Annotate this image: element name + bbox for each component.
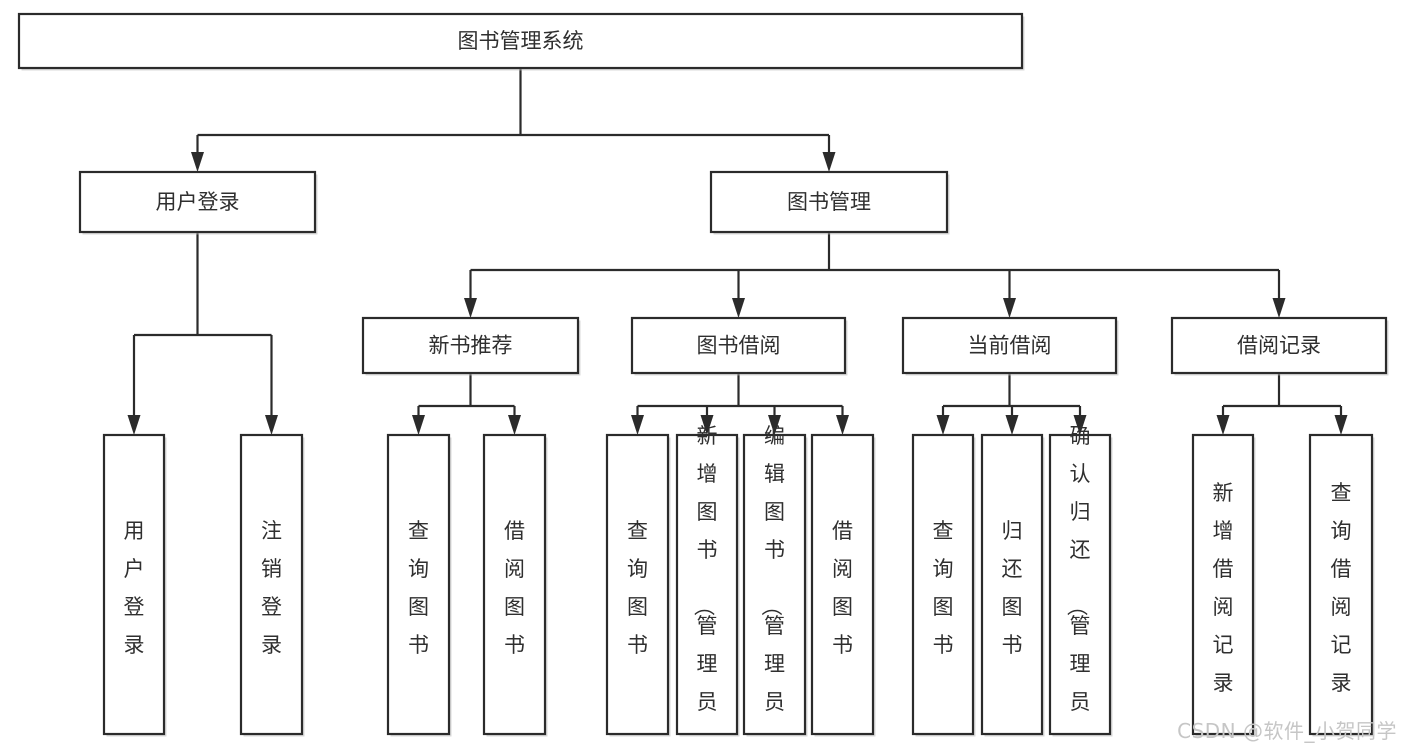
node-label: 新增借阅记录 <box>1213 481 1234 695</box>
node-label: 借阅记录 <box>1237 334 1321 358</box>
connector-group-root <box>191 68 836 172</box>
node-label: 新书推荐 <box>429 334 513 358</box>
node-rect[interactable] <box>102 433 166 736</box>
arrow-head-icon <box>631 415 644 435</box>
arrow-head-icon <box>508 415 521 435</box>
arrow-head-icon <box>1073 415 1087 435</box>
node-borrow-borrow-book[interactable]: 借阅图书 <box>810 433 876 737</box>
node-label: 确认归还（管理员） <box>1065 424 1091 747</box>
node-rect[interactable] <box>1308 433 1374 736</box>
node-root[interactable]: 图书管理系统 <box>17 12 1025 71</box>
arrow-head-icon <box>700 415 714 435</box>
arrow-head-icon <box>836 415 849 435</box>
node-rect[interactable] <box>980 433 1044 736</box>
arrow-head-icon <box>412 415 425 435</box>
arrow-head-icon <box>732 298 745 318</box>
connector-layer <box>127 68 1348 435</box>
node-user-logout[interactable]: 注销登录 <box>239 433 305 737</box>
node-book-borrow[interactable]: 图书借阅 <box>630 316 848 376</box>
node-label: 查询图书 <box>933 519 954 657</box>
node-label: 查询图书 <box>408 519 429 657</box>
node-borrow-edit-book[interactable]: 编辑图书（管理员） <box>742 424 808 747</box>
node-new-book-rec[interactable]: 新书推荐 <box>361 316 581 376</box>
node-rect[interactable] <box>482 433 547 736</box>
node-label: 注销登录 <box>261 519 282 657</box>
connector-group-new-book-rec <box>412 373 521 435</box>
node-label: 查询图书 <box>627 519 648 657</box>
node-rect[interactable] <box>17 12 1024 70</box>
node-user-login-do[interactable]: 用户登录 <box>102 433 167 737</box>
node-label: 归还图书 <box>1002 519 1023 657</box>
node-current-borrow[interactable]: 当前借阅 <box>901 316 1119 376</box>
watermark-label: CSDN @软件_小贺同学 <box>1177 719 1397 743</box>
node-rect[interactable] <box>239 433 304 736</box>
connector-group-current-borrow <box>936 373 1087 435</box>
connector-group-book-manage <box>464 232 1286 318</box>
node-cur-query-book[interactable]: 查询图书 <box>911 433 976 737</box>
node-rect[interactable] <box>911 433 975 736</box>
arrow-head-icon <box>1003 298 1016 318</box>
node-cur-confirm-return[interactable]: 确认归还（管理员） <box>1048 424 1113 747</box>
node-rect[interactable] <box>78 170 317 234</box>
node-rec-query-record[interactable]: 查询借阅记录 <box>1308 433 1375 737</box>
node-label: 新增图书（管理员） <box>692 424 718 747</box>
node-label: 借阅图书 <box>832 519 853 657</box>
node-rect[interactable] <box>1170 316 1388 375</box>
arrow-head-icon <box>265 415 278 435</box>
node-label: 编辑图书（管理员） <box>759 424 785 747</box>
node-rect[interactable] <box>901 316 1118 375</box>
node-rec-query-book[interactable]: 查询图书 <box>386 433 452 737</box>
node-label: 图书管理 <box>787 190 871 214</box>
node-book-manage[interactable]: 图书管理 <box>709 170 950 235</box>
node-rect[interactable] <box>742 433 807 736</box>
node-user-login[interactable]: 用户登录 <box>78 170 318 235</box>
connector-group-book-borrow <box>631 373 849 435</box>
arrow-head-icon <box>464 298 477 318</box>
arrow-head-icon <box>1005 415 1019 435</box>
connector-group-borrow-record <box>1216 373 1348 435</box>
node-rec-borrow-book[interactable]: 借阅图书 <box>482 433 548 737</box>
node-label: 借阅图书 <box>504 519 525 657</box>
arrow-head-icon <box>768 415 781 435</box>
node-rect[interactable] <box>1048 433 1112 736</box>
node-label: 用户登录 <box>156 190 240 214</box>
arrow-head-icon <box>936 415 950 435</box>
node-layer: 图书管理系统用户登录图书管理新书推荐图书借阅当前借阅借阅记录用户登录注销登录查询… <box>17 12 1389 747</box>
node-label: 图书管理系统 <box>458 29 584 53</box>
arrow-head-icon <box>1272 298 1286 318</box>
node-label: 图书借阅 <box>697 334 781 358</box>
arrow-head-icon <box>822 152 836 172</box>
node-rect[interactable] <box>675 433 739 736</box>
node-label: 当前借阅 <box>968 334 1052 358</box>
arrow-head-icon <box>127 415 141 435</box>
node-rect[interactable] <box>810 433 875 736</box>
node-borrow-add-book[interactable]: 新增图书（管理员） <box>675 424 740 747</box>
arrow-head-icon <box>191 152 204 172</box>
node-borrow-query-book[interactable]: 查询图书 <box>605 433 671 737</box>
node-rect[interactable] <box>1191 433 1255 736</box>
node-label: 用户登录 <box>124 519 145 657</box>
node-rect[interactable] <box>386 433 451 736</box>
node-rect[interactable] <box>709 170 949 234</box>
node-cur-return-book[interactable]: 归还图书 <box>980 433 1045 737</box>
node-rect[interactable] <box>630 316 847 375</box>
node-rect[interactable] <box>605 433 670 736</box>
node-label: 查询借阅记录 <box>1331 481 1352 695</box>
node-rect[interactable] <box>361 316 580 375</box>
node-rec-add-record[interactable]: 新增借阅记录 <box>1191 433 1256 737</box>
connector-group-user-login <box>127 232 278 435</box>
arrow-head-icon <box>1216 415 1230 435</box>
node-borrow-record[interactable]: 借阅记录 <box>1170 316 1389 376</box>
arrow-head-icon <box>1334 415 1348 435</box>
